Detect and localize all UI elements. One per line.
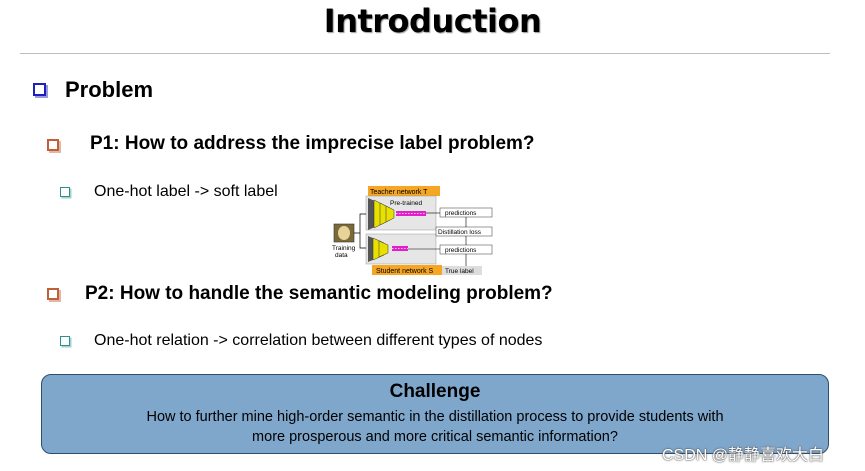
section-heading: Problem [65,77,154,102]
problem-1-detail: One-hot label -> soft label [94,183,278,200]
student-label: Student network S [376,268,434,275]
square-bullet-icon [60,336,70,346]
square-bullet-icon [47,139,59,151]
student-layers [368,236,408,262]
square-bullet-icon [33,83,46,96]
student-label-box [372,265,442,275]
teacher-label-box [368,186,440,196]
distillation-diagram: Teacher network T Pre-trained Student ne… [332,186,493,275]
challenge-line-1: How to further mine high-order semantic … [146,409,724,425]
teacher-layers [368,198,426,230]
problem-1-heading: P1: How to address the imprecise label p… [90,133,535,154]
title-divider [20,53,830,54]
challenge-box: Challenge How to further mine high-order… [41,374,829,454]
teacher-label: Teacher network T [370,189,428,196]
distillation-loss-box [435,226,493,237]
pretrained-label: Pre-trained [390,200,423,207]
problem-2-heading: P2: How to handle the semantic modeling … [85,283,553,304]
challenge-title: Challenge [389,381,481,402]
true-label: True label [445,268,474,275]
dog-photo [338,226,350,240]
watermark: CSDN @静静喜欢大白 [662,447,825,464]
teacher-predictions-label: predictions [445,210,477,217]
student-predictions-label: predictions [445,247,477,254]
training-label-1: Training [332,245,356,252]
slide-title: Introduction [323,2,542,40]
arrow-to-teacher [354,213,366,234]
problem-2-detail: One-hot relation -> correlation between … [94,332,543,349]
challenge-line-2: more prosperous and more critical semant… [252,429,618,445]
distillation-loss-label: Distillation loss [438,229,482,236]
square-bullet-icon [47,288,59,300]
true-label-box [442,266,482,275]
square-bullet-icon [60,187,70,197]
training-label-2: data [335,252,348,259]
arrow-to-student [359,233,366,249]
